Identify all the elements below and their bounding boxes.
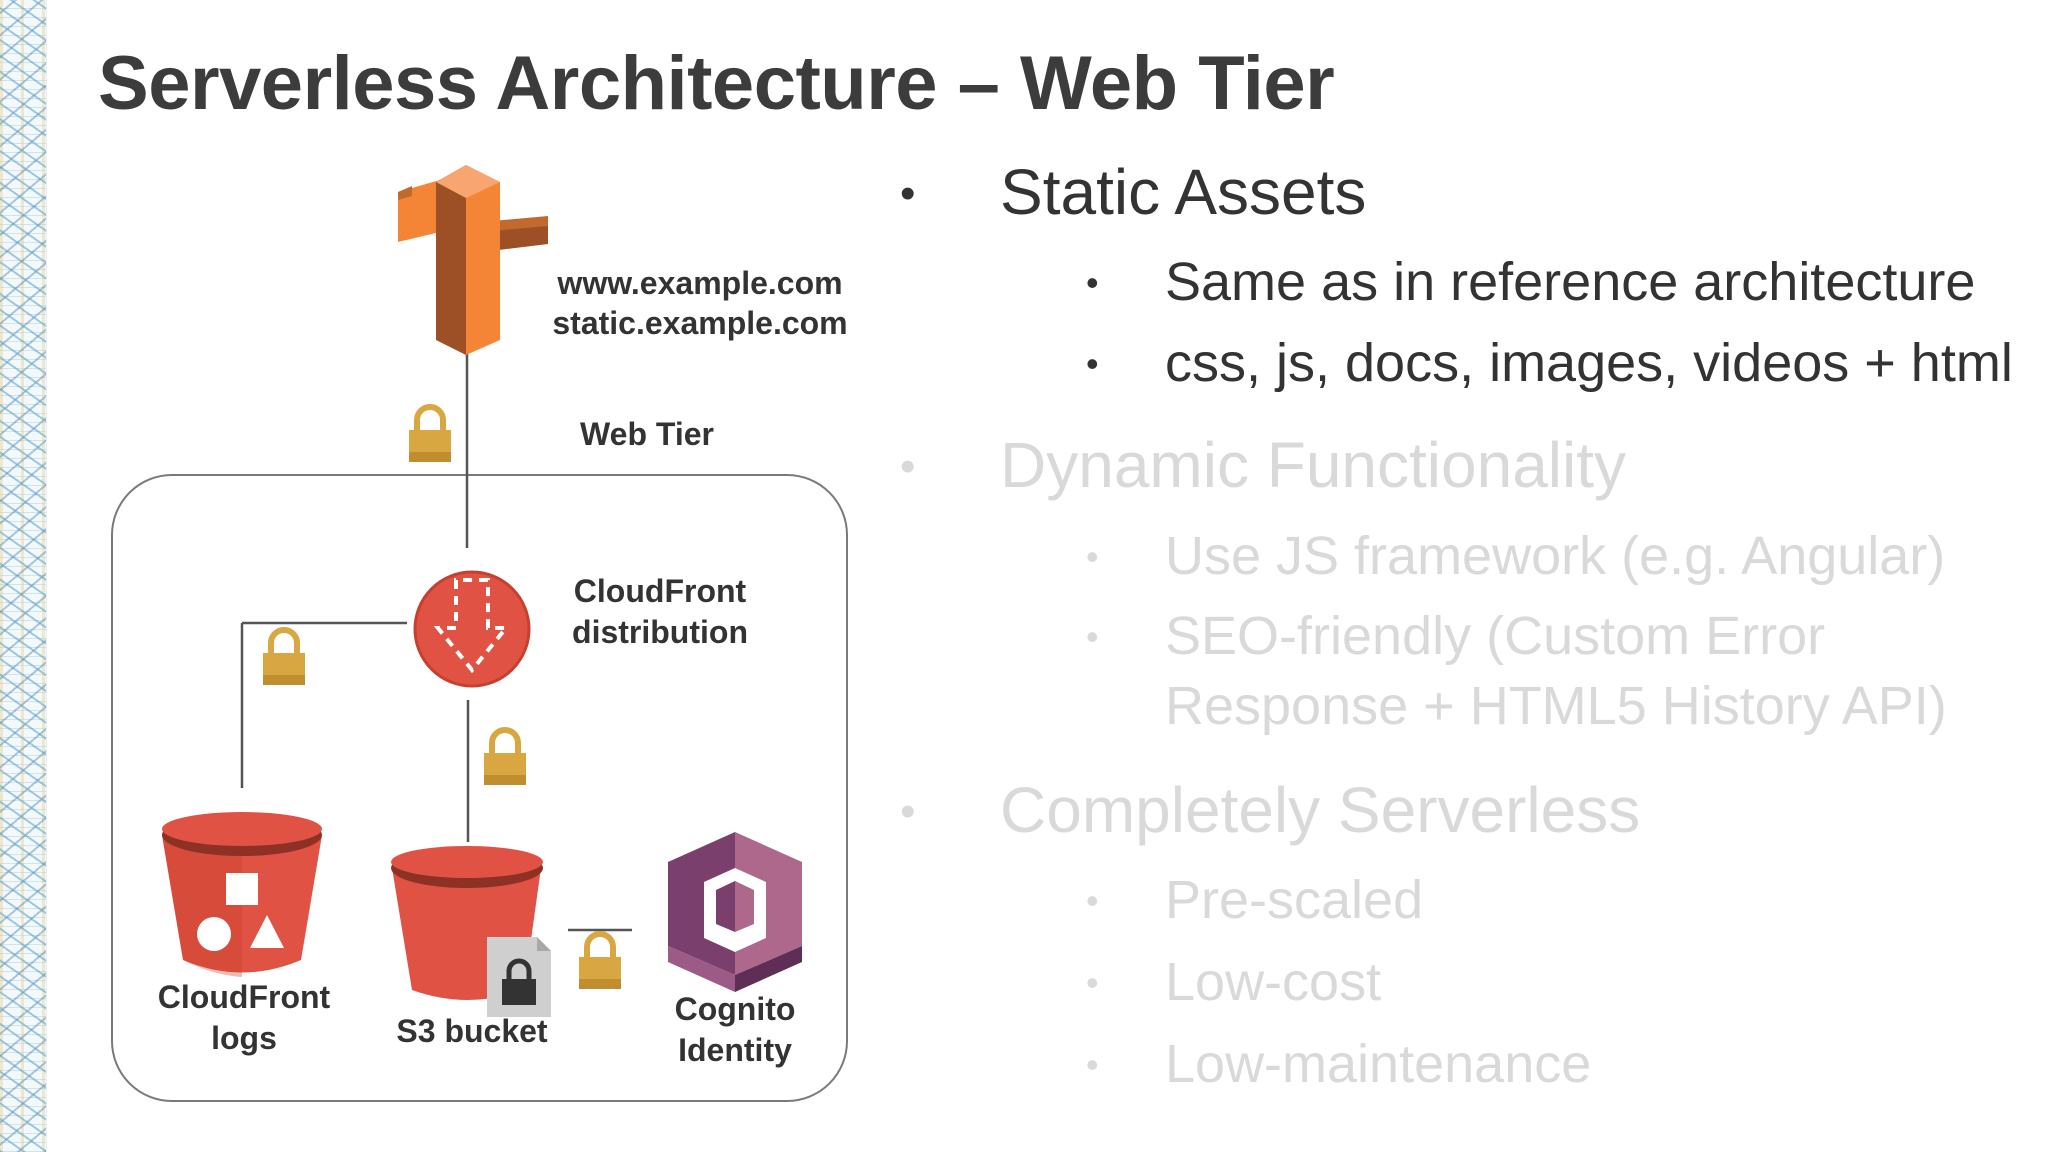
bullet-dot: •	[900, 442, 916, 491]
web-tier-label: Web Tier	[580, 416, 714, 452]
architecture-diagram: www.example.com static.example.com Web T…	[111, 165, 848, 1102]
s3-logs-bucket-icon	[162, 812, 322, 977]
bullet-dot: •	[1086, 880, 1099, 921]
bullet-dot: •	[900, 169, 916, 218]
bullet-dot: •	[1086, 536, 1099, 577]
bullet-dot: •	[1086, 343, 1099, 384]
cognito-label-line1: Cognito	[675, 991, 796, 1027]
lock-icon	[579, 934, 621, 989]
connector-lines	[240, 350, 632, 932]
cognito-label-line2: Identity	[678, 1032, 792, 1068]
lock-icon	[484, 730, 526, 785]
cloudfront-logs-label-line1: CloudFront	[158, 979, 331, 1015]
s3-bucket-label: S3 bucket	[396, 1013, 548, 1049]
cloudfront-icon	[413, 570, 531, 688]
slide-title: Serverless Architecture – Web Tier	[98, 41, 1335, 126]
bullet-dot: •	[900, 787, 916, 836]
decorative-side-strip	[0, 0, 47, 1152]
cloudfront-label-line2: distribution	[572, 614, 748, 650]
bullet-dot: •	[1086, 262, 1099, 303]
domain-static-label: static.example.com	[552, 305, 847, 341]
bullet-list: • Static Assets • Same as in reference a…	[900, 156, 2013, 1094]
s3-bucket-icon	[391, 846, 551, 1017]
lock-icon	[263, 630, 305, 685]
web-tier-boundary	[111, 474, 848, 1102]
bullet-dot: •	[1086, 616, 1099, 657]
bullet-dot: •	[1086, 962, 1099, 1003]
lock-icon	[409, 407, 451, 462]
route53-icon	[398, 165, 548, 355]
cognito-icon	[668, 832, 802, 992]
bullet-dot: •	[1086, 1044, 1099, 1085]
domain-www-label: www.example.com	[556, 265, 842, 301]
cloudfront-label-line1: CloudFront	[574, 573, 747, 609]
cloudfront-logs-label-line2: logs	[211, 1020, 277, 1056]
